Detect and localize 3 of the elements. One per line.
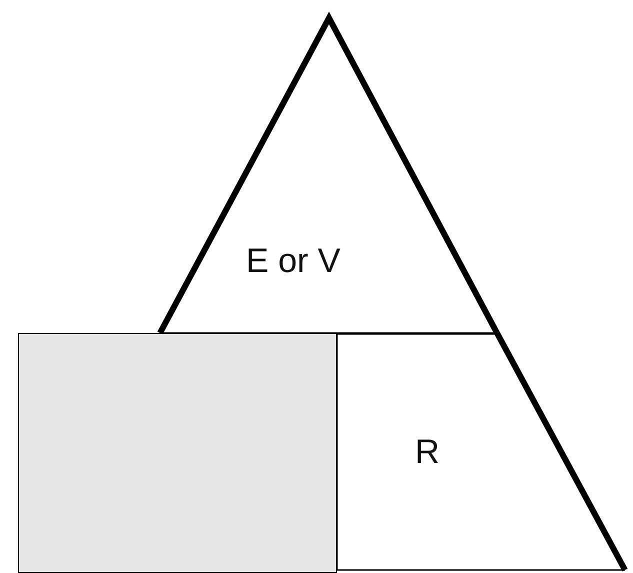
formula-label: R [415, 433, 440, 472]
formula-label: E or V [246, 242, 340, 281]
blank-box [18, 333, 337, 573]
